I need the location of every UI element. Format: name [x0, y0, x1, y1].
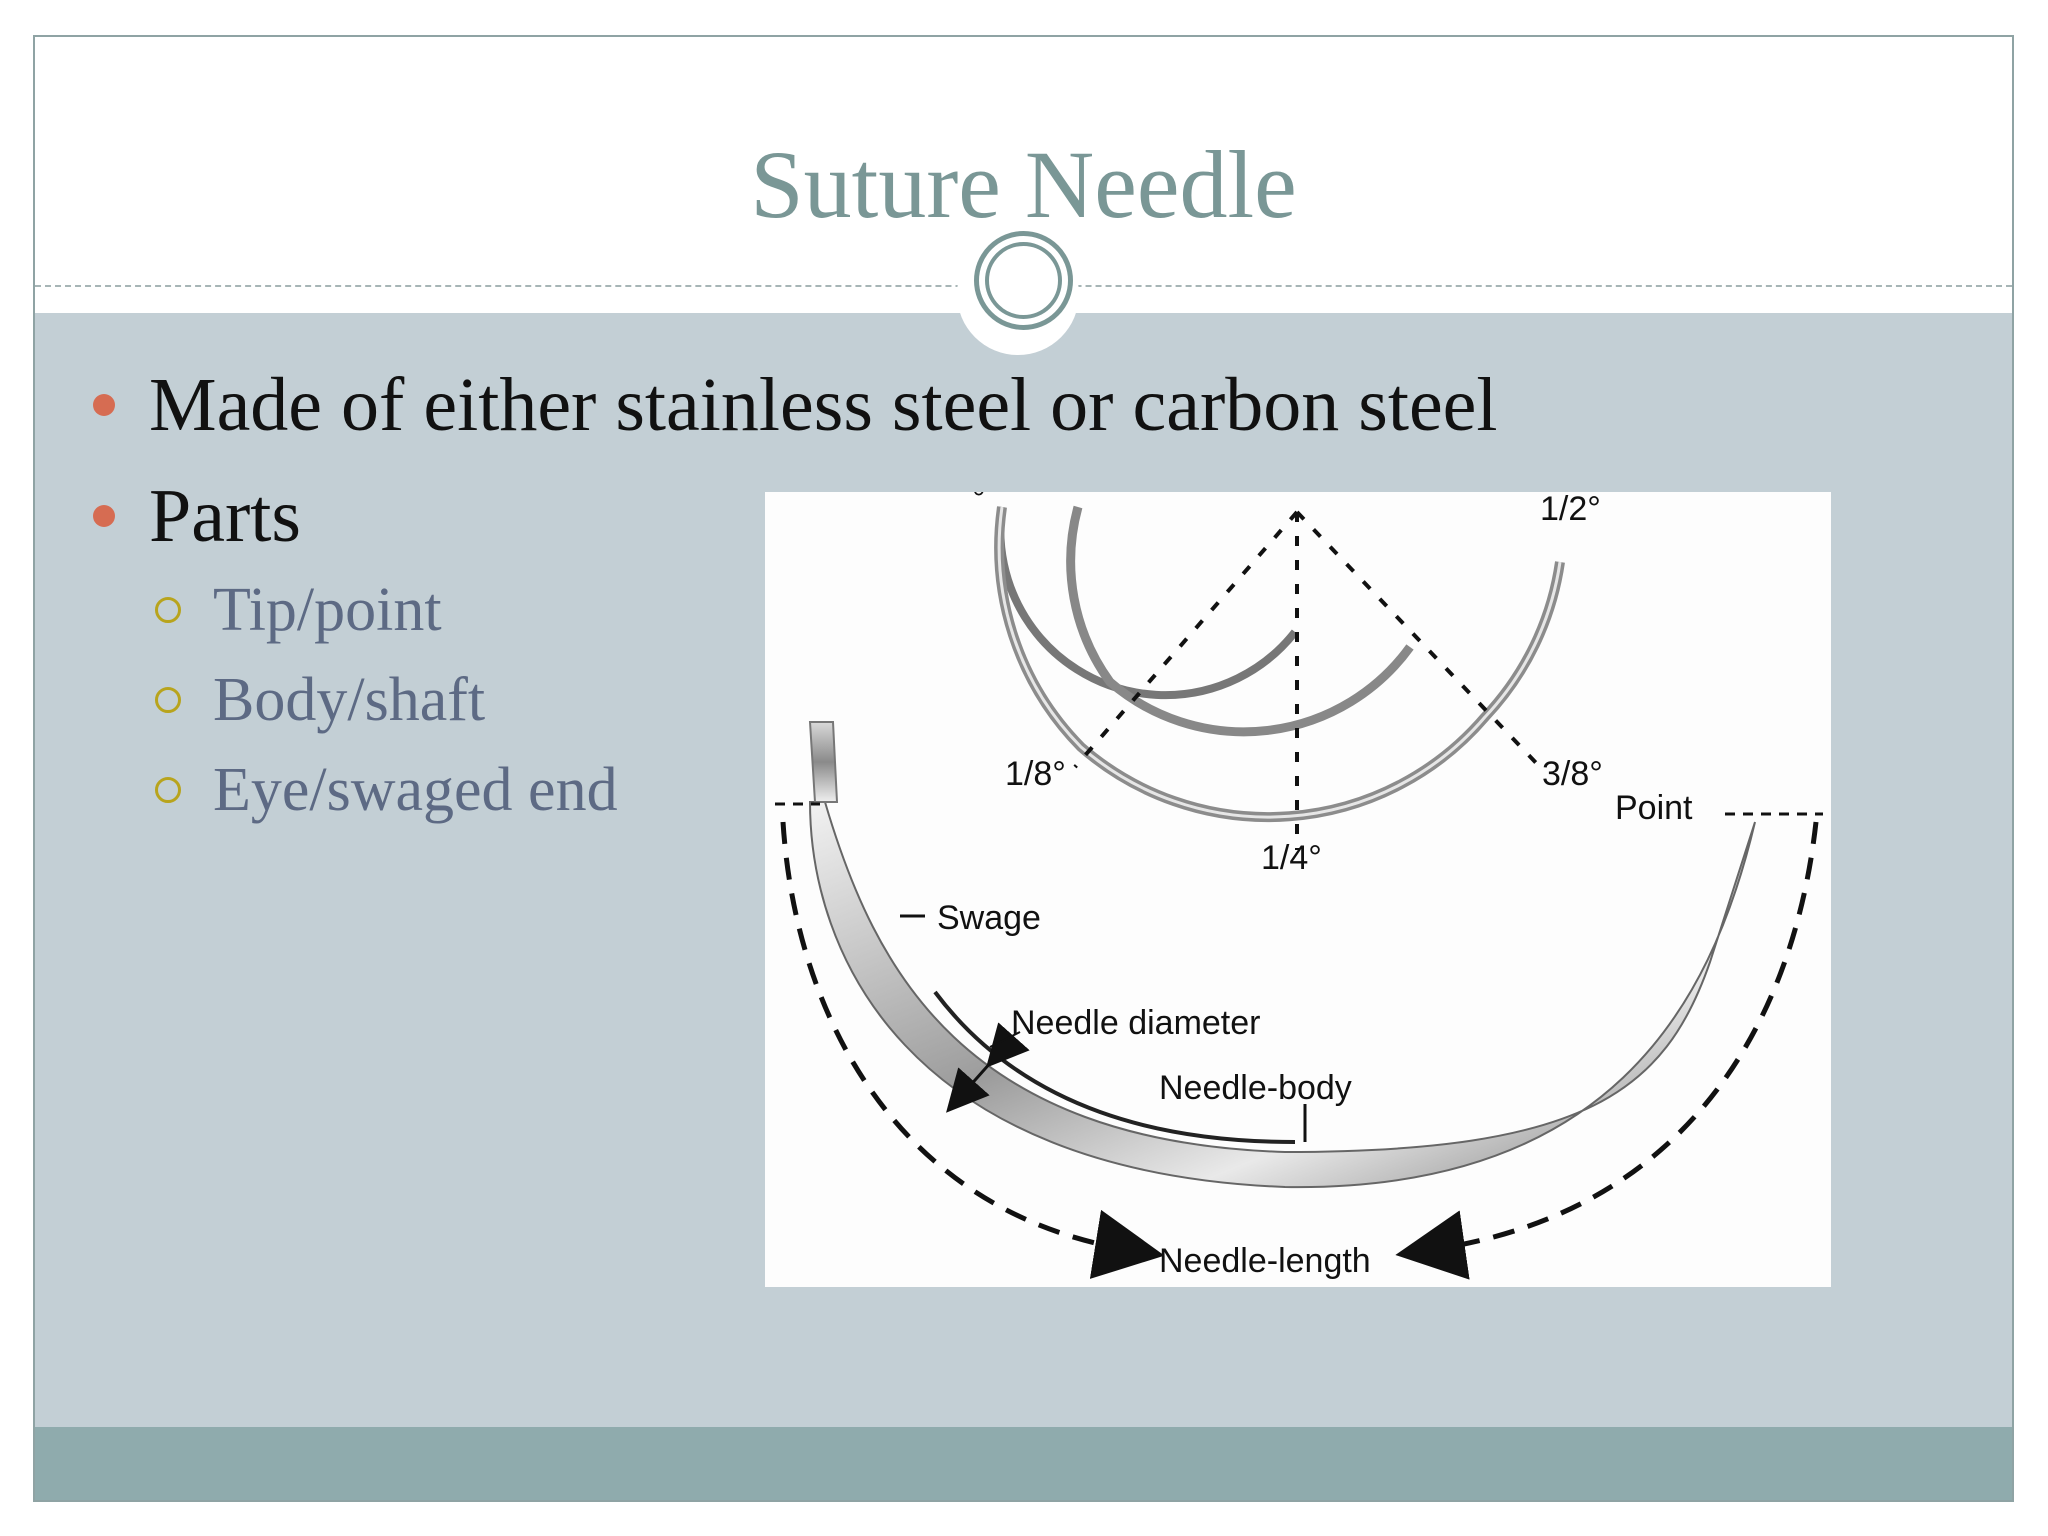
angle-line-three-eighths: [1295, 510, 1542, 769]
slide-footer-band: [35, 1427, 2012, 1500]
needle-curve-large: [994, 506, 1565, 823]
label-half: 1/2°: [1540, 492, 1601, 528]
needle-length-arrow-left: [780, 821, 1165, 1279]
sub-bullet-text: Tip/point: [213, 576, 442, 644]
label-swage: Swage: [937, 899, 1041, 937]
needle-diameter-arrow: [946, 1022, 1030, 1113]
bullet-list: Made of either stainless steel or carbon…: [35, 37, 2012, 1500]
bullet-text: Parts: [149, 474, 301, 558]
bullet-item-parts: Parts: [93, 478, 301, 554]
bullet-dot-icon: [93, 505, 115, 527]
needle-length-arrow-right: [1395, 821, 1819, 1280]
divider-circle-ornament: [974, 231, 1073, 330]
needle-curve-small: [996, 506, 1299, 700]
sub-bullet-ring-icon: [155, 597, 181, 623]
needle-diagram: ° 1/2° 1/8° 3/8° 1/4° Point Swage Needle…: [775, 492, 1823, 1280]
sub-bullet-ring-icon: [155, 777, 181, 803]
sub-bullet-text: Body/shaft: [213, 666, 486, 734]
label-needle-diameter: Needle diameter: [1011, 1004, 1260, 1042]
slide-title: Suture Needle: [750, 131, 1297, 238]
sub-bullet-ring-icon: [155, 687, 181, 713]
sub-bullet-tip: Tip/point: [155, 579, 442, 641]
label-needle-length: Needle-length: [1159, 1242, 1371, 1280]
sub-bullet-text: Eye/swaged end: [213, 756, 618, 824]
sub-bullet-body: Body/shaft: [155, 669, 485, 731]
needle-suture-thread: [808, 721, 839, 803]
needle-diameter-leader: [989, 1031, 1021, 1048]
label-point: Point: [1615, 789, 1693, 827]
needle-curve-large-highlight: [997, 506, 1562, 819]
needle-curve-medium: [1066, 505, 1414, 737]
label-needle-body: Needle-body: [1159, 1069, 1352, 1107]
label-one-quarter: 1/4°: [1261, 839, 1322, 877]
bullet-dot-icon: [93, 394, 115, 416]
sub-bullet-eye: Eye/swaged end: [155, 759, 618, 821]
bullet-item-materials: Made of either stainless steel or carbon…: [93, 367, 1498, 443]
label-one-eighth: 1/8°: [1005, 755, 1066, 793]
bullet-text: Made of either stainless steel or carbon…: [149, 363, 1498, 447]
angle-line-one-eighth: [1073, 510, 1299, 769]
needle-diagram-figure: ° 1/2° 1/8° 3/8° 1/4° Point Swage Needle…: [765, 492, 1831, 1287]
degree-mark-label: °: [972, 492, 986, 518]
label-three-eighths: 3/8°: [1542, 755, 1603, 793]
